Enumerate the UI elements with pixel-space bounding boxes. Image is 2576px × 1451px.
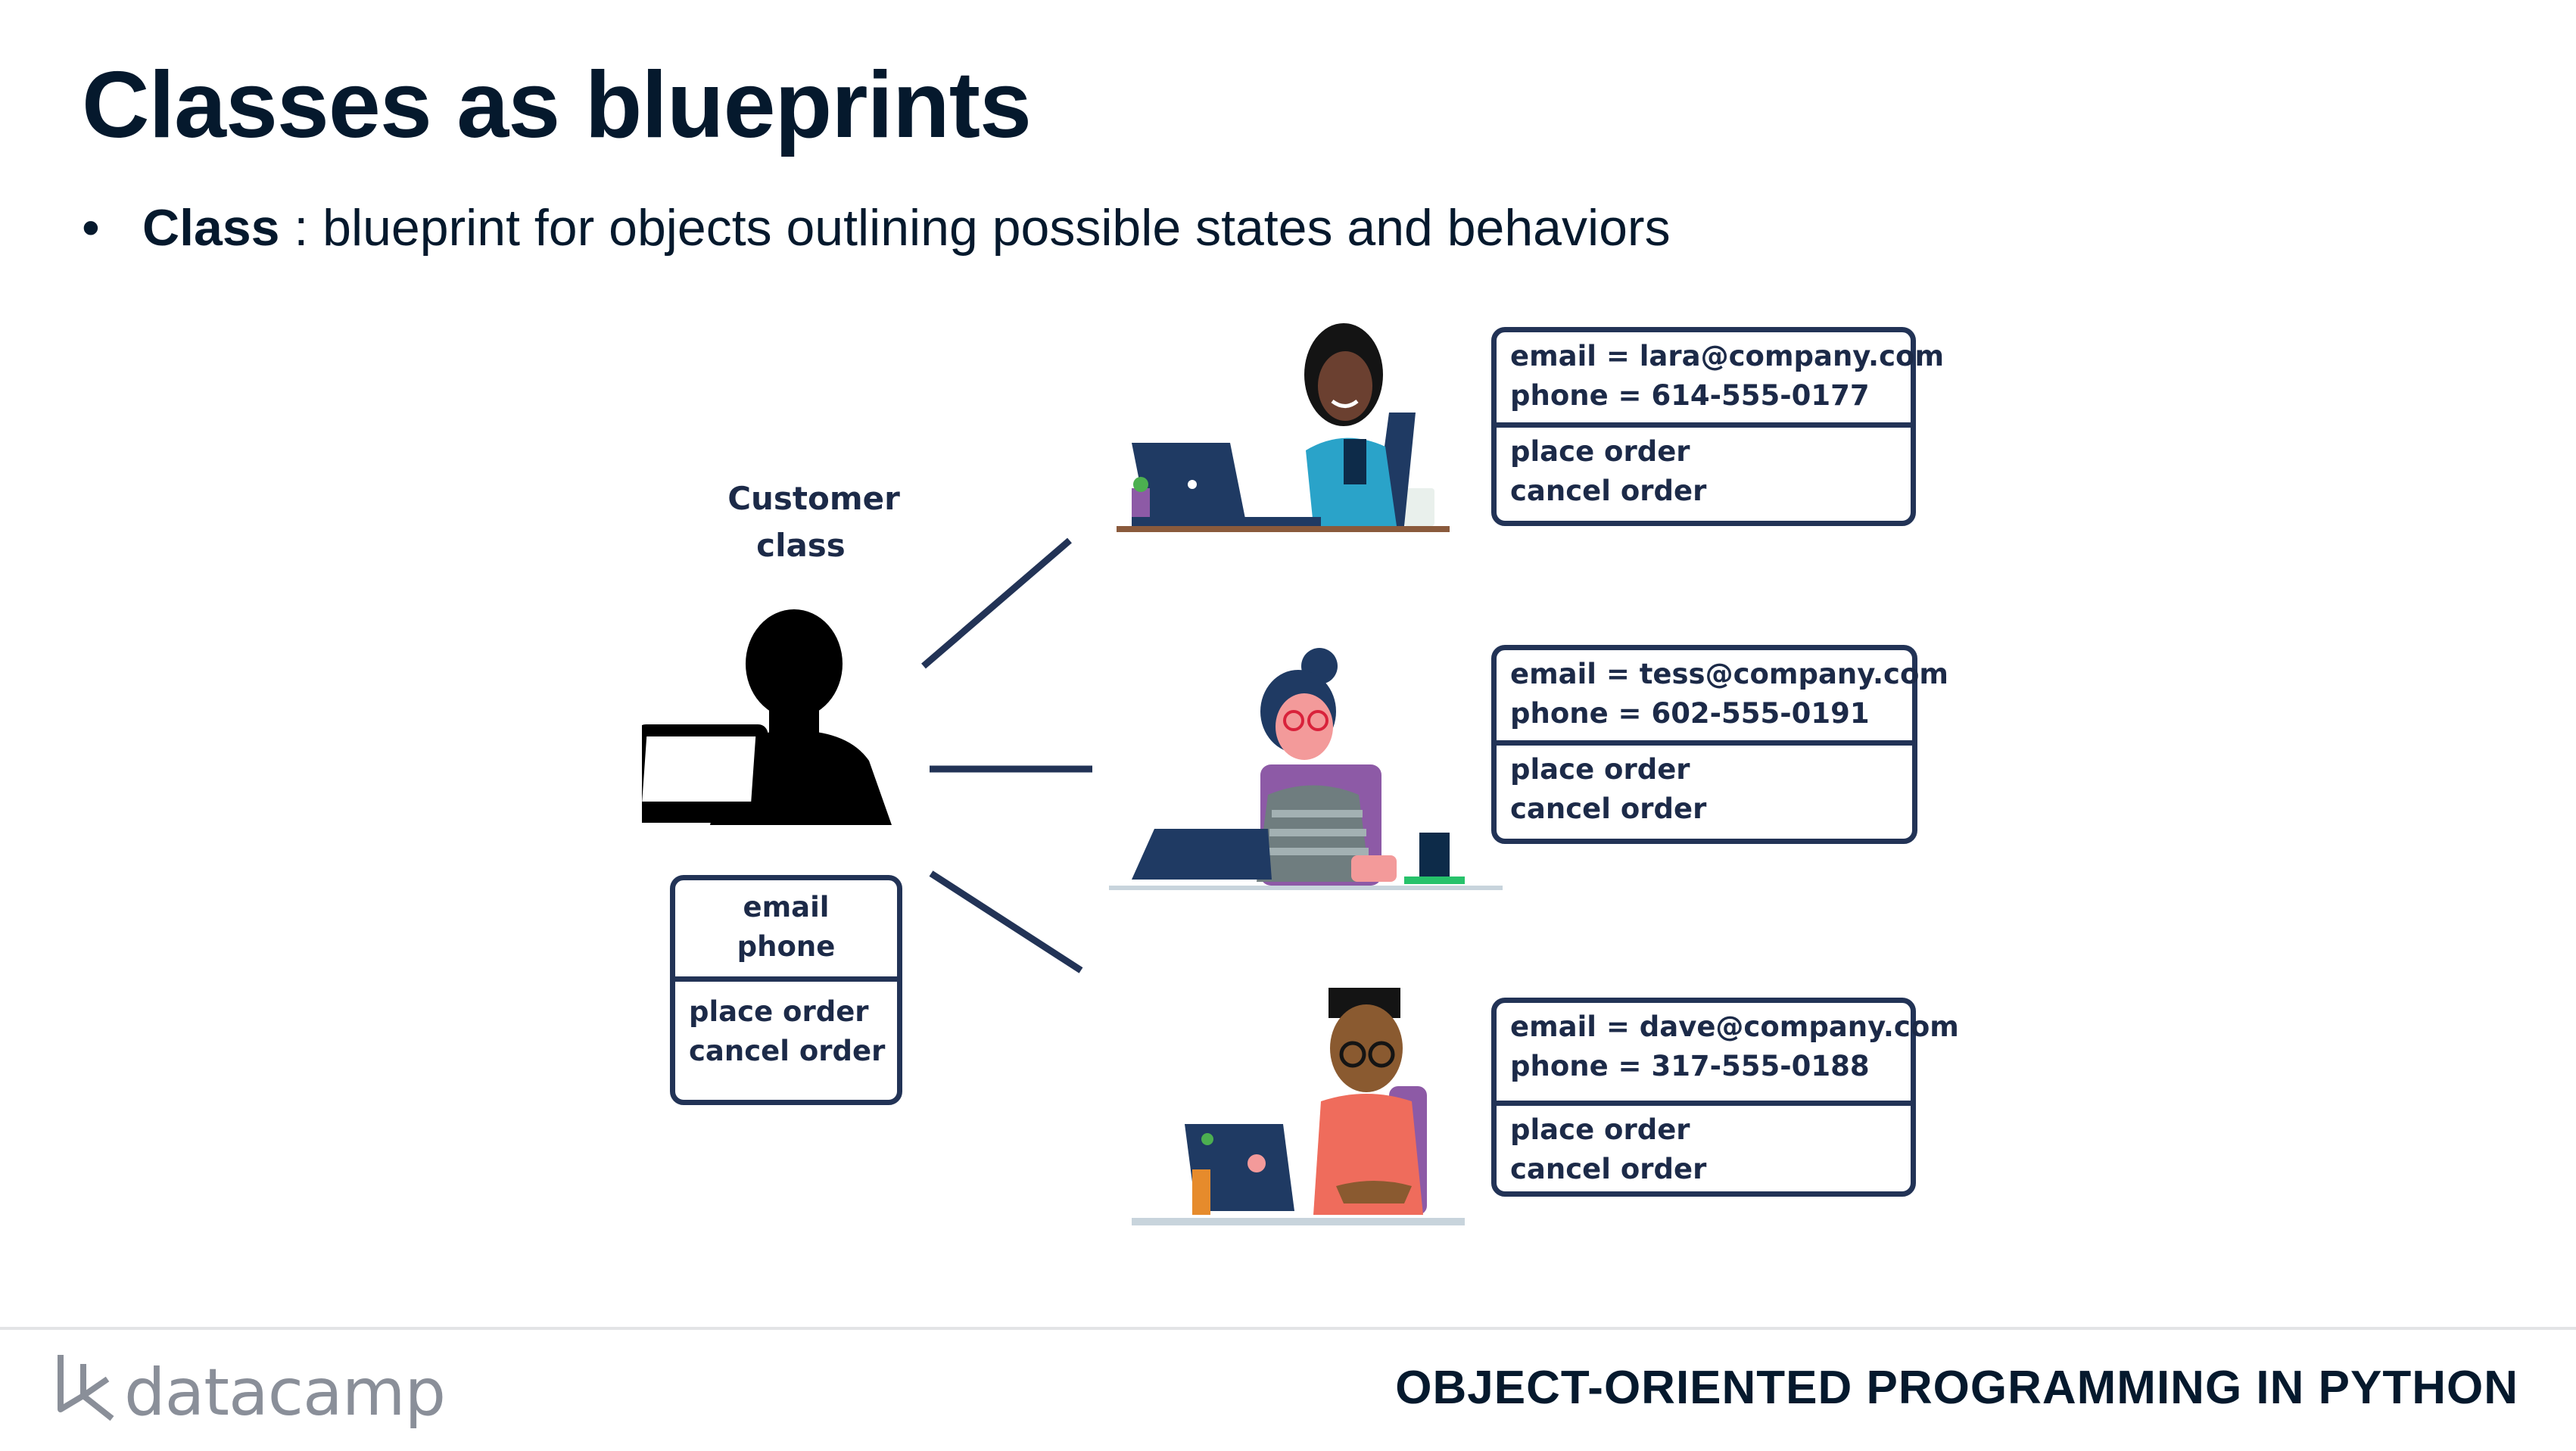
instance-phone: phone = 614-555-0177 (1510, 379, 1870, 412)
instance-email: email = tess@company.com (1510, 658, 1948, 690)
class-attribute-email: email (743, 891, 830, 923)
class-label: Customer class (712, 475, 916, 569)
class-method-cancel-order: cancel order (689, 1035, 886, 1067)
instance-box-tess: email = tess@company.com phone = 602-555… (1491, 645, 1948, 844)
connector-line-top (921, 537, 1072, 669)
class-attributes: email phone (675, 880, 897, 982)
instance-attributes: email = tess@company.com phone = 602-555… (1497, 650, 1948, 746)
instance-method-cancel-order: cancel order (1510, 475, 1707, 507)
connector-line-bottom (929, 870, 1083, 973)
class-attribute-phone: phone (737, 930, 836, 963)
instance-methods: place order cancel order (1497, 746, 1912, 839)
instance-phone: phone = 602-555-0191 (1510, 697, 1870, 730)
footer-divider (0, 1327, 2576, 1330)
instance-method-cancel-order: cancel order (1510, 1153, 1707, 1185)
instance-method-place-order: place order (1510, 1113, 1690, 1146)
instance-attributes: email = lara@company.com phone = 614-555… (1497, 332, 1944, 428)
bullet-term: Class (142, 199, 280, 257)
class-label-line1: Customer (727, 480, 900, 517)
person-silhouette-laptop-icon (642, 609, 892, 825)
class-method-place-order: place order (689, 995, 869, 1028)
class-label-line2: class (756, 527, 846, 564)
connector-lines (921, 537, 1092, 973)
class-methods: place order cancel order (675, 982, 897, 1082)
bullet-point: • Class : blueprint for objects outlining… (82, 198, 1671, 257)
instance-attributes: email = dave@company.com phone = 317-555… (1497, 1003, 1959, 1106)
instance-method-place-order: place order (1510, 435, 1690, 468)
brand-name: datacamp (124, 1355, 446, 1431)
instance-email: email = dave@company.com (1510, 1010, 1959, 1043)
instance-method-place-order: place order (1510, 753, 1690, 786)
instance-box-lara: email = lara@company.com phone = 614-555… (1491, 327, 1944, 526)
bullet-separator: : (279, 199, 323, 257)
customer-illustration-lara (1117, 323, 1450, 532)
instance-email: email = lara@company.com (1510, 340, 1944, 372)
instance-methods: place order cancel order (1497, 1106, 1911, 1200)
bullet-dot: • (82, 199, 100, 257)
customer-illustration-tess (1109, 648, 1503, 890)
datacamp-logo-icon (58, 1355, 114, 1421)
instance-method-cancel-order: cancel order (1510, 792, 1707, 825)
instance-phone: phone = 317-555-0188 (1510, 1050, 1870, 1082)
customer-illustration-dave (1132, 988, 1465, 1225)
instance-box-dave: email = dave@company.com phone = 317-555… (1491, 998, 1959, 1200)
instance-methods: place order cancel order (1497, 428, 1911, 522)
course-title: OBJECT-ORIENTED PROGRAMMING IN PYTHON (1395, 1362, 2518, 1414)
slide-title: Classes as blueprints (82, 53, 1032, 157)
class-box: email phone place order cancel order (670, 875, 902, 1105)
bullet-text: blueprint for objects outlining possible… (322, 199, 1671, 257)
